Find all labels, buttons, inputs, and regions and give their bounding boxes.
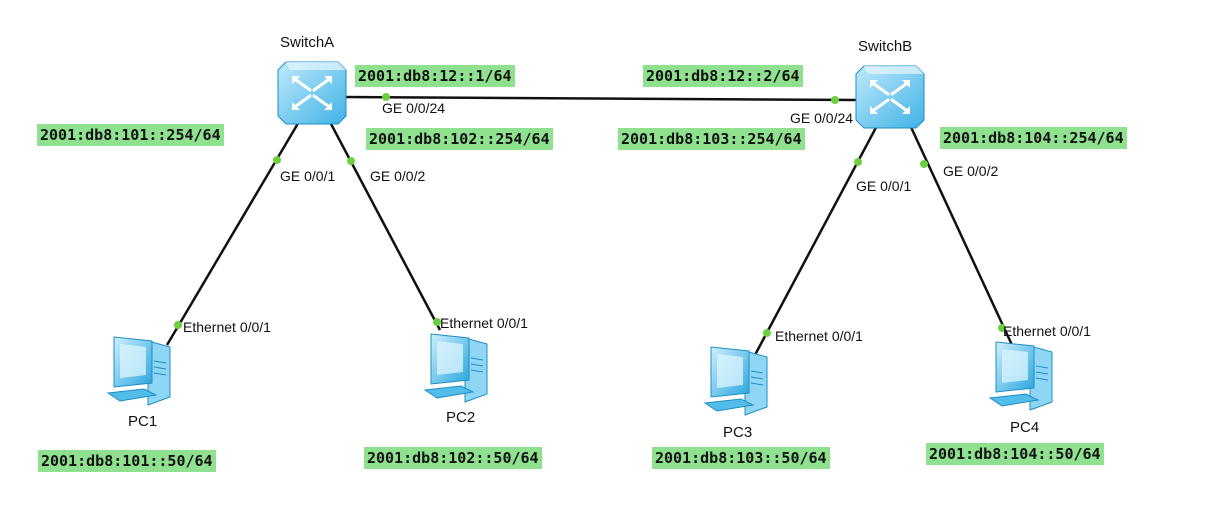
port-dot-switchb-ge24[interactable] xyxy=(831,96,839,104)
link-switcha-pc2 xyxy=(328,121,442,331)
address-pc3: 2001:db8:103::50/64 xyxy=(652,447,830,469)
port-dots xyxy=(174,93,1006,337)
link-switcha-pc1 xyxy=(165,119,302,346)
port-dot-pc3-eth[interactable] xyxy=(763,329,771,337)
switcha-ge2-label: GE 0/0/2 xyxy=(370,168,426,184)
port-dot-switcha-ge2[interactable] xyxy=(347,157,355,165)
link-switchb-pc4 xyxy=(908,124,1014,346)
switcha-label: SwitchA xyxy=(280,34,335,51)
address-switchb-link: 2001:db8:12::2/64 xyxy=(643,65,803,87)
address-switcha-vlan101: 2001:db8:101::254/64 xyxy=(37,124,224,146)
port-dot-switcha-ge24[interactable] xyxy=(382,93,390,101)
pc2-eth-label: Ethernet 0/0/1 xyxy=(440,315,528,331)
port-dot-pc2-eth[interactable] xyxy=(433,318,441,326)
switcha-ge1-label: GE 0/0/1 xyxy=(280,168,336,184)
port-dot-switcha-ge1[interactable] xyxy=(273,156,281,164)
switchb-ge2-label: GE 0/0/2 xyxy=(943,163,999,179)
pc2-label: PC2 xyxy=(446,409,476,426)
address-pc1: 2001:db8:101::50/64 xyxy=(38,450,216,472)
port-dot-pc1-eth[interactable] xyxy=(174,321,182,329)
links xyxy=(165,95,1014,356)
switchb-switch-icon[interactable] xyxy=(854,64,926,130)
link-switcha-switchb xyxy=(344,95,859,102)
pc2-pc-icon[interactable] xyxy=(424,333,488,403)
switcha-switch-icon[interactable] xyxy=(276,60,348,126)
address-pc4: 2001:db8:104::50/64 xyxy=(926,443,1104,465)
pc1-label: PC1 xyxy=(128,413,158,430)
address-switcha-link: 2001:db8:12::1/64 xyxy=(355,65,515,87)
address-pc2: 2001:db8:102::50/64 xyxy=(364,447,542,469)
port-dot-switchb-ge1[interactable] xyxy=(854,158,862,166)
address-switcha-vlan102: 2001:db8:102::254/64 xyxy=(366,128,553,150)
link-switchb-pc3 xyxy=(753,119,882,356)
switchb-ge1-label: GE 0/0/1 xyxy=(856,178,912,194)
switcha-ge24-label: GE 0/0/24 xyxy=(382,100,446,116)
pc1-pc-icon[interactable] xyxy=(107,336,171,406)
port-dot-pc4-eth[interactable] xyxy=(998,324,1006,332)
pc3-label: PC3 xyxy=(723,424,753,441)
pc3-eth-label: Ethernet 0/0/1 xyxy=(775,328,863,344)
pc1-eth-label: Ethernet 0/0/1 xyxy=(183,319,271,335)
pc4-eth-label: Ethernet 0/0/1 xyxy=(1003,323,1091,339)
address-switchb-vlan104: 2001:db8:104::254/64 xyxy=(940,127,1127,149)
port-dot-switchb-ge2[interactable] xyxy=(920,160,928,168)
pc4-label: PC4 xyxy=(1010,419,1040,436)
switchb-ge24-label: GE 0/0/24 xyxy=(790,110,854,126)
switchb-label: SwitchB xyxy=(858,38,913,55)
address-switchb-vlan103: 2001:db8:103::254/64 xyxy=(618,128,805,150)
pc4-pc-icon[interactable] xyxy=(989,341,1053,411)
pc3-pc-icon[interactable] xyxy=(704,346,768,416)
